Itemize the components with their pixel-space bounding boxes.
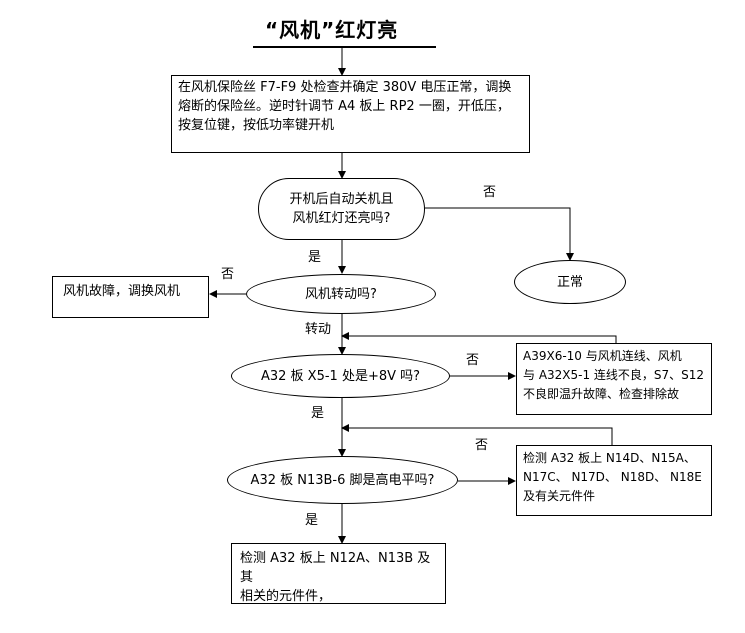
arrow-q1-no-to-normal xyxy=(425,207,574,261)
q3-label: A32 板 X5-1 处是+8V 吗? xyxy=(260,368,421,384)
r4-line-1: 检测 A32 板上 N14D、N15A、 xyxy=(523,451,696,465)
r4-box: 检测 A32 板上 N14D、N15A、 N17C、 N17D、 N18D、 N… xyxy=(516,445,712,516)
q1-line-2: 风机红灯还亮吗? xyxy=(292,211,391,226)
step1-line-3: 按复位键，按低功率键开机 xyxy=(178,118,335,133)
edge-label-q1-no: 否 xyxy=(483,185,497,200)
r5-box: 检测 A32 板上 N12A、N13B 及其 相关的元件件， xyxy=(231,543,446,604)
page-title: “风机”红灯亮 xyxy=(265,18,399,42)
q1-line-1: 开机后自动关机且 xyxy=(289,192,394,207)
arrow-r3-loop-back xyxy=(341,332,617,343)
r5-line-1: 检测 A32 板上 N12A、N13B 及其 xyxy=(240,551,431,585)
edge-label-q3-no: 否 xyxy=(466,353,480,368)
r3-box: A39X6-10 与风机连线、风机 与 A32X5-1 连线不良，S7、S12 … xyxy=(516,343,712,415)
fault-label: 风机故障，调换风机 xyxy=(63,284,181,299)
edge-label-q4-yes: 是 xyxy=(305,513,319,528)
r3-line-1: A39X6-10 与风机连线、风机 xyxy=(523,349,682,363)
edge-label-q2-yes: 转动 xyxy=(305,322,332,337)
q2-label: 风机转动吗? xyxy=(305,286,377,302)
step1-line-2: 熔断的保险丝。逆时针调节 A4 板上 RP2 一圈，开低压， xyxy=(178,99,510,114)
title-underline xyxy=(253,46,436,48)
r5-line-2: 相关的元件件， xyxy=(240,589,332,604)
step1-line-1: 在风机保险丝 F7-F9 处检查并确定 380V 电压正常，调换 xyxy=(178,80,512,95)
r4-line-2: N17C、 N17D、 N18D、 N18E xyxy=(523,470,702,484)
edge-label-q2-no: 否 xyxy=(221,267,235,282)
edge-label-q3-yes: 是 xyxy=(311,406,325,421)
decision-q1: 开机后自动关机且 风机红灯还亮吗? xyxy=(258,178,425,240)
r3-line-3: 不良即温升故障、检查排除故 xyxy=(523,387,680,401)
step1-box: 在风机保险丝 F7-F9 处检查并确定 380V 电压正常，调换 熔断的保险丝。… xyxy=(171,75,530,153)
normal-label: 正常 xyxy=(556,274,583,290)
terminal-normal: 正常 xyxy=(514,260,626,304)
q4-label: A32 板 N13B-6 脚是高电平吗? xyxy=(250,472,435,488)
edge-label-q4-no: 否 xyxy=(475,438,489,453)
decision-q3: A32 板 X5-1 处是+8V 吗? xyxy=(231,354,450,398)
arrow-r4-loop-back xyxy=(341,424,613,445)
r3-line-2: 与 A32X5-1 连线不良，S7、S12 xyxy=(523,368,705,382)
decision-q2: 风机转动吗? xyxy=(246,274,436,314)
decision-q4: A32 板 N13B-6 脚是高电平吗? xyxy=(227,456,458,504)
r4-line-3: 及有关元件件 xyxy=(523,489,596,503)
fault-box: 风机故障，调换风机 xyxy=(52,276,209,318)
edge-label-q1-yes: 是 xyxy=(308,250,322,265)
